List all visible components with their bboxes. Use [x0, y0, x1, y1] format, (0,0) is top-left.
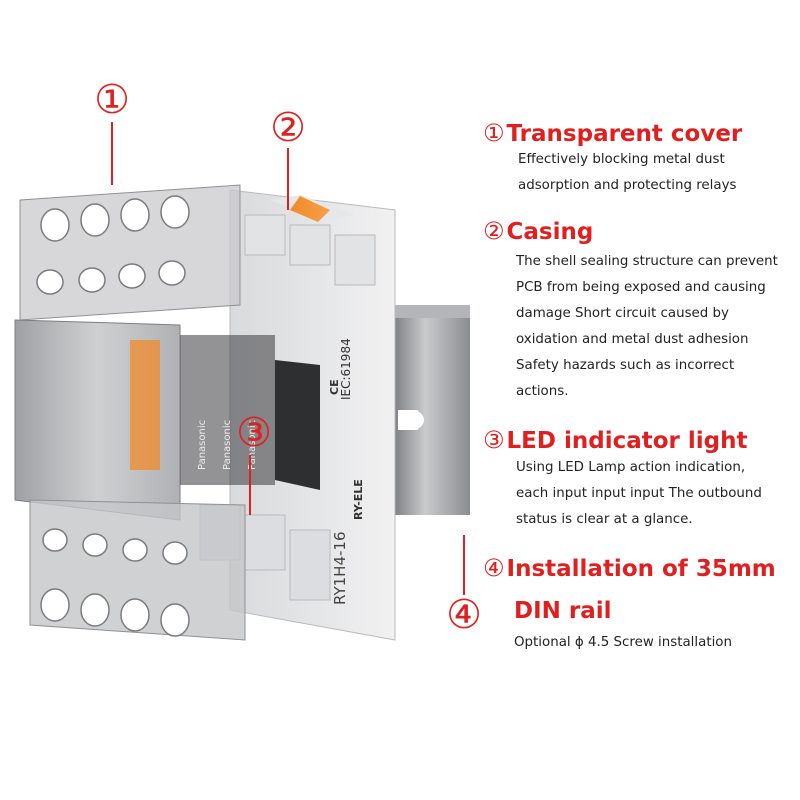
- transparent-cover: Panasonic Panasonic Panasonic: [14, 184, 275, 641]
- feature-2-desc-line-2: PCB from being exposed and causing: [516, 280, 766, 295]
- svg-text:IEC:61984: IEC:61984: [339, 338, 353, 400]
- feature-4-title-line-2: DIN rail: [514, 598, 612, 624]
- feature-4-desc-line-1: Optional ϕ 4.5 Screw installation: [514, 635, 732, 650]
- feature-2-desc-line-3: damage Short circuit caused by: [516, 306, 729, 321]
- callout-3: ③: [236, 410, 272, 456]
- feature-3-desc-line-3: status is clear at a glance.: [516, 512, 693, 527]
- feature-1-desc-line-1: Effectively blocking metal dust: [518, 152, 725, 167]
- callout-4: ④: [446, 592, 482, 638]
- callout-1: ①: [94, 77, 130, 123]
- svg-text:Panasonic: Panasonic: [222, 420, 233, 470]
- callout-lines: [111, 122, 465, 595]
- callout-2: ②: [270, 105, 306, 151]
- feature-3-title: ③LED indicator light: [483, 426, 748, 454]
- feature-1-title: ①Transparent cover: [483, 119, 743, 147]
- feature-2-desc-line-1: The shell sealing structure can prevent: [516, 254, 778, 269]
- feature-2-desc-line-6: actions.: [516, 384, 569, 399]
- feature-3-desc-line-1: Using LED Lamp action indication,: [516, 460, 746, 475]
- feature-2-desc-line-4: oxidation and metal dust adhesion: [516, 332, 749, 347]
- feature-2-desc-line-5: Safety hazards such as incorrect: [516, 358, 735, 373]
- svg-text:RY1H4-16: RY1H4-16: [331, 532, 349, 606]
- feature-4-title: ④Installation of 35mm: [483, 554, 776, 582]
- casing-body: IEC:61984 CE RY1H4-16 RY-ELE: [199, 189, 396, 641]
- feature-2-title: ②Casing: [483, 217, 594, 245]
- svg-text:RY-ELE: RY-ELE: [352, 479, 365, 520]
- svg-text:Panasonic: Panasonic: [247, 420, 258, 470]
- svg-text:Panasonic: Panasonic: [197, 420, 208, 470]
- svg-text:CE: CE: [328, 379, 341, 395]
- feature-1-desc-line-2: adsorption and protecting relays: [518, 178, 737, 193]
- feature-3-desc-line-2: each input input input The outbound: [516, 486, 762, 501]
- din-rail: [380, 305, 470, 515]
